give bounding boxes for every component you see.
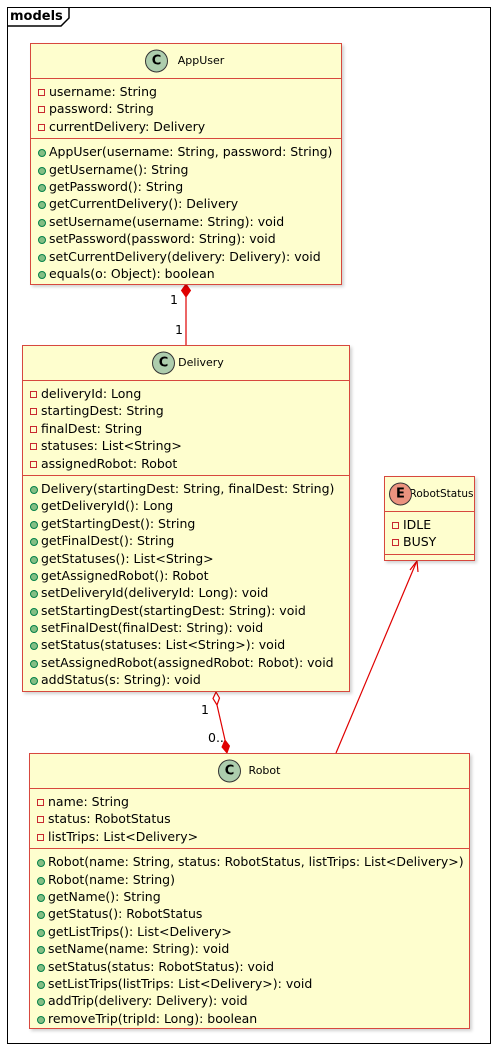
method-row: getDeliveryId(): Long [30,498,174,514]
method-row: setUsername(username: String): void [38,213,285,229]
robotstatus-arrowhead [409,559,419,573]
appuser-methods: AppUser(username: String, password: Stri… [31,139,341,285]
class-appuser[interactable]: C AppUser username: String password: Str… [30,43,342,285]
appuser-composition-diamond [180,283,192,298]
appuser-fields: username: String password: String curren… [31,79,341,140]
method-row: Delivery(startingDest: String, finalDest… [30,480,335,496]
method-row: removeTrip(tripId: Long): boolean [37,1010,258,1026]
method-row: getCurrentDelivery(): Delivery [38,196,239,212]
method-row: addStatus(s: String): void [30,672,201,688]
enum-value-row: IDLE [392,517,432,532]
field-row: listTrips: List<Delivery> [37,828,199,844]
method-row: setStatus(statuses: List<String>): void [30,637,286,653]
robot-multiplicity: 0.. [208,730,224,745]
field-row: password: String [38,101,154,117]
field-row: startingDest: String [30,403,164,419]
field-row: statuses: List<String> [30,438,182,454]
robotstatus-values: IDLE BUSY [385,512,474,555]
method-row: addTrip(delivery: Delivery): void [37,993,248,1009]
class-delivery[interactable]: C Delivery deliveryId: Long startingDest… [22,345,350,692]
field-row: name: String [37,794,129,809]
enum-value-row: BUSY [392,534,437,550]
class-name: Robot [248,764,281,777]
robot-robotstatus-line [335,562,417,754]
class-name: Delivery [178,356,224,369]
delivery-robot-line [216,704,226,741]
enum-robotstatus[interactable]: E RobotStatus IDLE BUSY [384,476,475,561]
method-row: getFinalDest(): String [30,533,175,549]
enum-name: RobotStatus [409,488,474,500]
method-row: getName(): String [37,888,161,904]
method-row: getPassword(): String [38,178,184,194]
method-row: getStartingDest(): String [30,515,196,531]
method-row: setListTrips(listTrips: List<Delivery>):… [37,975,313,991]
method-row: setCurrentDelivery(delivery: Delivery): … [38,248,321,264]
field-row: status: RobotStatus [37,811,171,827]
delivery-aggregation-diamond [212,690,221,707]
enum-robotstatus-header: E RobotStatus [385,477,474,512]
delivery-methods: Delivery(startingDest: String, finalDest… [23,476,349,692]
method-row: getListTrips(): List<Delivery> [37,923,232,939]
method-row: getStatus(): RobotStatus [37,906,203,922]
robot-methods: Robot(name: String, status: RobotStatus,… [30,849,469,1030]
robotstatus-empty-section [385,555,474,561]
class-robot-header: C Robot [30,754,469,789]
class-stereotype-icon: C [218,759,241,783]
method-row: setAssignedRobot(assignedRobot: Robot): … [30,654,334,670]
method-row: Robot(name: String) [37,871,175,887]
class-stereotype-icon: C [145,49,168,73]
method-row: setPassword(password: String): void [38,231,276,247]
enum-stereotype-icon: E [389,482,412,506]
method-row: setStatus(status: RobotStatus): void [37,958,275,974]
method-row: setStartingDest(startingDest: String): v… [30,602,306,618]
method-row: getAssignedRobot(): Robot [30,567,209,583]
appuser-multiplicity: 1 [170,292,178,307]
method-row: equals(o: Object): boolean [38,265,215,281]
field-row: assignedRobot: Robot [30,455,178,471]
method-row: setFinalDest(finalDest: String): void [30,620,264,636]
method-row: setName(name: String): void [37,941,230,957]
field-row: finalDest: String [30,420,143,436]
delivery-multiplicity-bottom: 1 [201,702,209,717]
method-row: getStatuses(): List<String> [30,550,214,566]
method-row: getUsername(): String [38,161,189,177]
field-row: deliveryId: Long [30,386,142,401]
class-appuser-header: C AppUser [31,44,341,79]
method-row: Robot(name: String, status: RobotStatus,… [37,854,464,870]
delivery-fields: deliveryId: Long startingDest: String fi… [23,381,349,476]
field-row: username: String [38,84,157,99]
class-stereotype-icon: C [152,351,175,375]
package-name: models [10,9,63,24]
method-row: setDeliveryId(deliveryId: Long): void [30,585,269,601]
class-delivery-header: C Delivery [23,346,349,381]
delivery-multiplicity-top: 1 [175,322,183,337]
robot-fields: name: String status: RobotStatus listTri… [30,789,469,850]
class-robot[interactable]: C Robot name: String status: RobotStatus… [29,753,470,1029]
class-name: AppUser [177,54,225,67]
field-row: currentDelivery: Delivery [38,118,206,134]
package-frame [7,7,491,1044]
method-row: AppUser(username: String, password: Stri… [38,144,333,160]
